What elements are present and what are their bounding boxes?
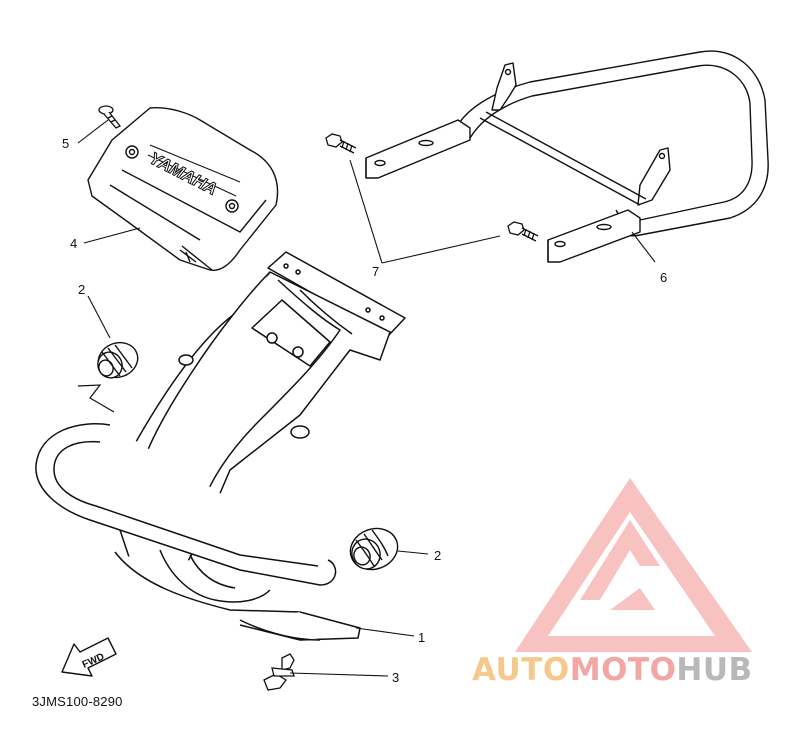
part-3-flange-bolt [263,653,295,691]
part-7-bolt-upper [325,133,357,154]
hidden-line-dashed [77,384,115,413]
part-7-bolt-lower [507,221,539,242]
leader-lines [77,119,656,677]
callout-5: 5 [62,136,69,151]
part-2-grommet-lower [349,527,399,571]
callout-1: 1 [418,630,425,645]
part-2-grommet-upper [97,341,139,379]
callout-6: 6 [660,270,667,285]
callout-2-lower: 2 [434,548,441,563]
watermark-hub: HUB [676,652,753,688]
watermark-moto: MOTO [569,652,677,688]
watermark-logo [515,478,752,652]
callout-4: 4 [70,236,77,251]
callout-7: 7 [372,264,379,279]
watermark-auto: AUTO [472,652,570,688]
callout-2-upper: 2 [78,282,85,297]
part-5-screw [98,105,122,129]
part-4-heat-cover [87,106,279,272]
diagram-code: 3JMS100-8290 [32,694,123,709]
callout-3: 3 [392,670,399,685]
fwd-arrow-icon [61,637,117,677]
part-1-exhaust-assembly [35,251,406,641]
watermark-text: AUTOMOTOHUB [472,652,753,688]
part-6-carrier-frame [365,50,769,263]
